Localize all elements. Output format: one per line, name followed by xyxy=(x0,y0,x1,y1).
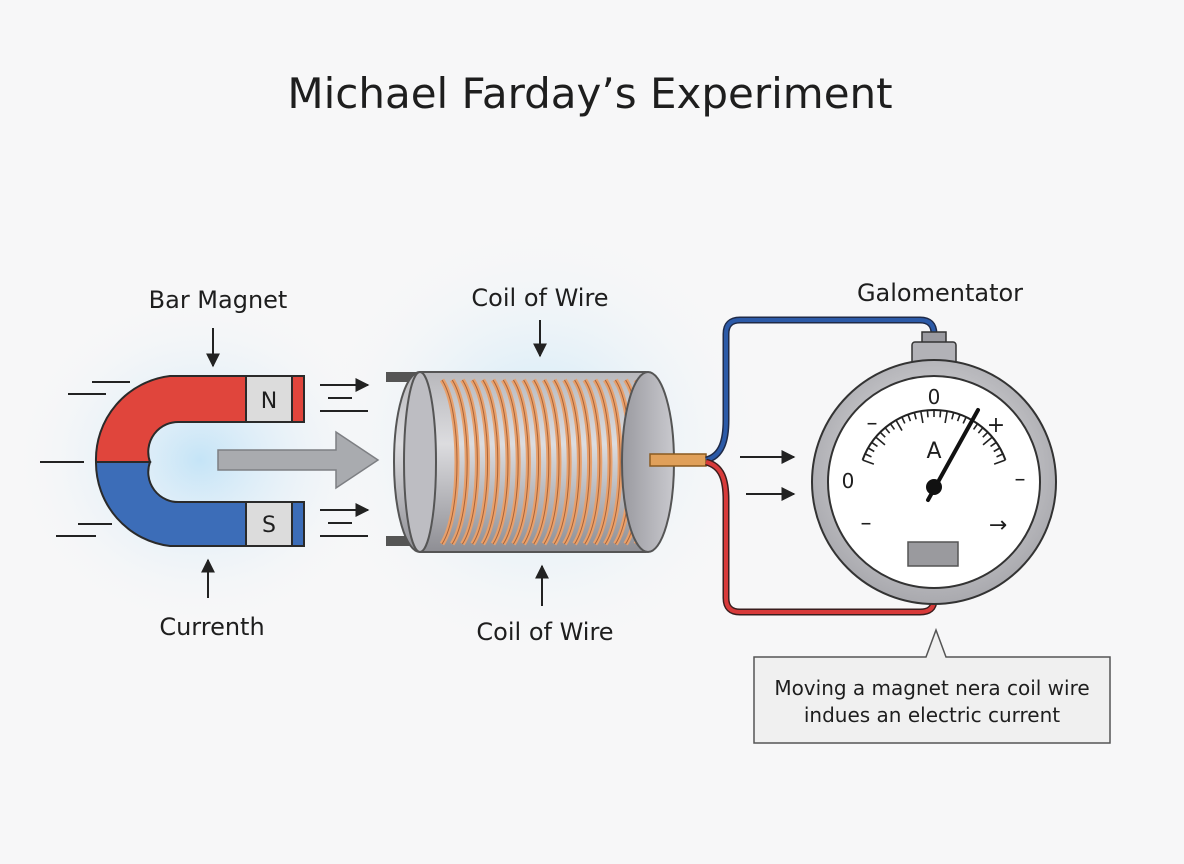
meter-tick xyxy=(972,423,979,430)
meter-tick xyxy=(956,414,961,422)
note-line-2: indues an electric current xyxy=(804,703,1060,727)
bar-magnet-label: Bar Magnet xyxy=(149,286,288,314)
meter-pivot xyxy=(926,479,942,495)
meter-minus-left: – xyxy=(867,411,878,436)
meter-tick xyxy=(990,441,997,448)
meter-tick xyxy=(951,412,955,420)
meter-tick xyxy=(889,423,896,430)
meter-tick xyxy=(884,427,891,434)
meter-tick xyxy=(901,416,906,424)
meter-tick xyxy=(895,419,903,431)
page-title: Michael Farday’s Experiment xyxy=(287,69,892,118)
coil-winding-edge xyxy=(512,379,529,545)
meter-tick xyxy=(864,453,872,458)
magnet-south-half xyxy=(94,461,249,547)
meter-tick xyxy=(875,436,886,446)
meter-minus-right: – xyxy=(1015,467,1026,492)
coil-winding-edge xyxy=(482,379,499,545)
current-label: Currenth xyxy=(159,613,264,641)
meter-tick xyxy=(920,411,924,424)
meter-unit: A xyxy=(926,439,941,464)
coil-winding-edge xyxy=(461,379,478,545)
coil-winding-edge xyxy=(594,379,611,545)
wire-blue-inner xyxy=(705,318,936,462)
south-pole-face xyxy=(245,501,293,547)
meter-tick xyxy=(913,412,917,420)
meter-arrow-right: → xyxy=(989,513,1007,538)
meter-display xyxy=(907,541,959,567)
meter-tick xyxy=(982,436,993,446)
coil-winding-edge xyxy=(451,379,468,545)
motion-lines xyxy=(40,381,130,537)
meter-scale-top: 0 xyxy=(928,385,941,409)
coil-winding-edge xyxy=(574,379,591,545)
meter-tick xyxy=(926,410,929,418)
meter-tick xyxy=(907,414,912,422)
north-pole-label: N xyxy=(261,389,277,414)
coil-top-label: Coil of Wire xyxy=(471,284,608,312)
coil-winding-edge xyxy=(563,379,580,545)
coil-rod-top xyxy=(386,372,422,382)
meter-tick xyxy=(871,441,878,448)
coil-terminal xyxy=(649,453,707,467)
coil-bottom-label: Coil of Wire xyxy=(476,618,613,646)
coil-rod-bottom xyxy=(386,536,422,546)
meter-tick xyxy=(939,410,942,418)
meter-minus-bottom: – xyxy=(861,511,872,536)
south-pole-label: S xyxy=(262,513,276,538)
coil-winding-edge xyxy=(441,379,458,545)
coil-winding-edge xyxy=(502,379,519,545)
meter-tick xyxy=(962,416,967,424)
meter-tick xyxy=(993,447,1001,453)
coil-winding-edge xyxy=(543,379,560,545)
coil-winding-edge xyxy=(533,379,550,545)
meter-tick xyxy=(879,431,886,438)
coil-of-wire xyxy=(386,371,707,553)
coil-winding-edge xyxy=(604,379,621,545)
meter-tick xyxy=(982,431,989,438)
galvanometer-label: Galomentator xyxy=(857,279,1023,307)
meter-tick xyxy=(996,453,1004,458)
north-pole-tip xyxy=(291,375,305,423)
galvanometer: 0 0 A + – – – → xyxy=(811,331,1057,605)
wire-red-inner xyxy=(705,460,936,614)
coil-winding-edge xyxy=(472,379,489,545)
current-arrows xyxy=(740,450,796,501)
meter-tick xyxy=(867,447,875,453)
meter-tick xyxy=(993,459,1006,465)
motion-arrow xyxy=(217,430,380,490)
field-arrows xyxy=(320,378,370,537)
bar-magnet: N S xyxy=(94,375,305,547)
coil-winding-edge xyxy=(553,379,570,545)
note-callout xyxy=(753,627,1111,744)
note-line-1: Moving a magnet nera coil wire xyxy=(774,676,1089,700)
meter-tick xyxy=(862,459,875,465)
coil-winding-edge xyxy=(492,379,509,545)
coil-winding-edge xyxy=(523,379,540,545)
meter-tick xyxy=(977,427,984,434)
south-pole-tip xyxy=(291,501,305,547)
coil-winding-edge xyxy=(584,379,601,545)
coil-end-left xyxy=(403,371,437,553)
meter-scale-left: 0 xyxy=(842,469,855,493)
meter-tick xyxy=(944,411,948,424)
meter-plus: + xyxy=(987,413,1005,438)
